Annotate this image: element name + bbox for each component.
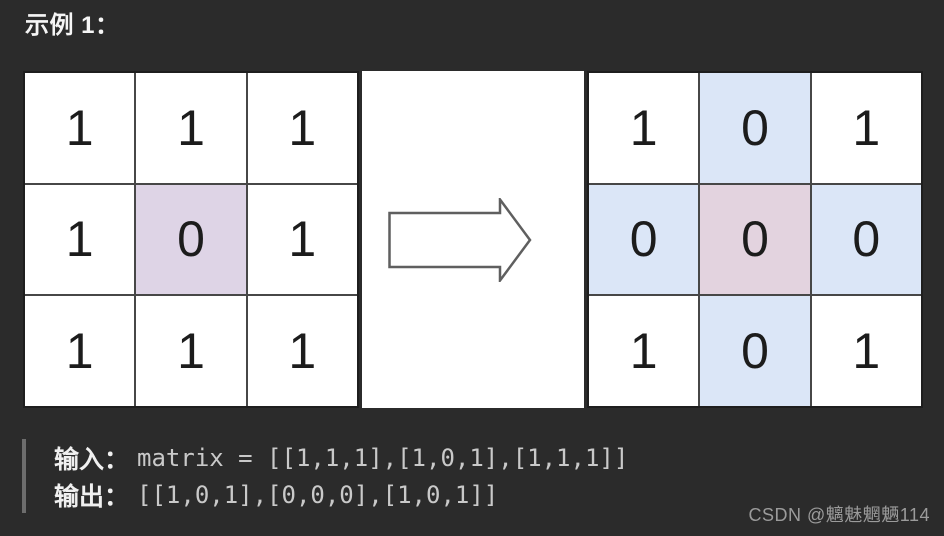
- right-arrow-icon: [388, 197, 532, 282]
- matrix-cell: 1: [25, 184, 135, 295]
- io-block: 输入： matrix = [[1,1,1],[1,0,1],[1,1,1]] 输…: [22, 439, 628, 513]
- watermark: CSDN @魑魅魍魉114: [748, 505, 930, 525]
- page-title: 示例 1：: [25, 12, 120, 39]
- output-line: 输出： [[1,0,1],[0,0,0],[1,0,1]]: [54, 476, 628, 513]
- matrix-cell: 0: [589, 184, 699, 295]
- matrix-cell: 0: [811, 184, 921, 295]
- input-label: 输入：: [54, 445, 130, 474]
- matrix-cell: 1: [247, 184, 357, 295]
- matrix-cell: 1: [25, 296, 135, 406]
- matrix-cell: 1: [589, 73, 699, 183]
- matrix-cell: 1: [247, 73, 357, 183]
- matrix-cell: 1: [247, 296, 357, 406]
- arrow-panel: [362, 71, 584, 408]
- matrix-cell: 1: [589, 296, 699, 406]
- matrix-cell: 1: [811, 296, 921, 406]
- matrix-cell: 1: [811, 73, 921, 183]
- matrix-cell: 0: [700, 296, 810, 406]
- output-value: [[1,0,1],[0,0,0],[1,0,1]]: [137, 480, 499, 509]
- matrix-cell: 0: [700, 184, 810, 295]
- matrix-cell: 0: [700, 73, 810, 183]
- output-label: 输出：: [54, 482, 130, 511]
- input-value: matrix = [[1,1,1],[1,0,1],[1,1,1]]: [137, 443, 629, 472]
- input-line: 输入： matrix = [[1,1,1],[1,0,1],[1,1,1]]: [54, 439, 628, 476]
- matrix-cell: 0: [136, 184, 246, 295]
- matrix-cell: 1: [25, 73, 135, 183]
- matrix-cell: 1: [136, 296, 246, 406]
- matrix-cell: 1: [136, 73, 246, 183]
